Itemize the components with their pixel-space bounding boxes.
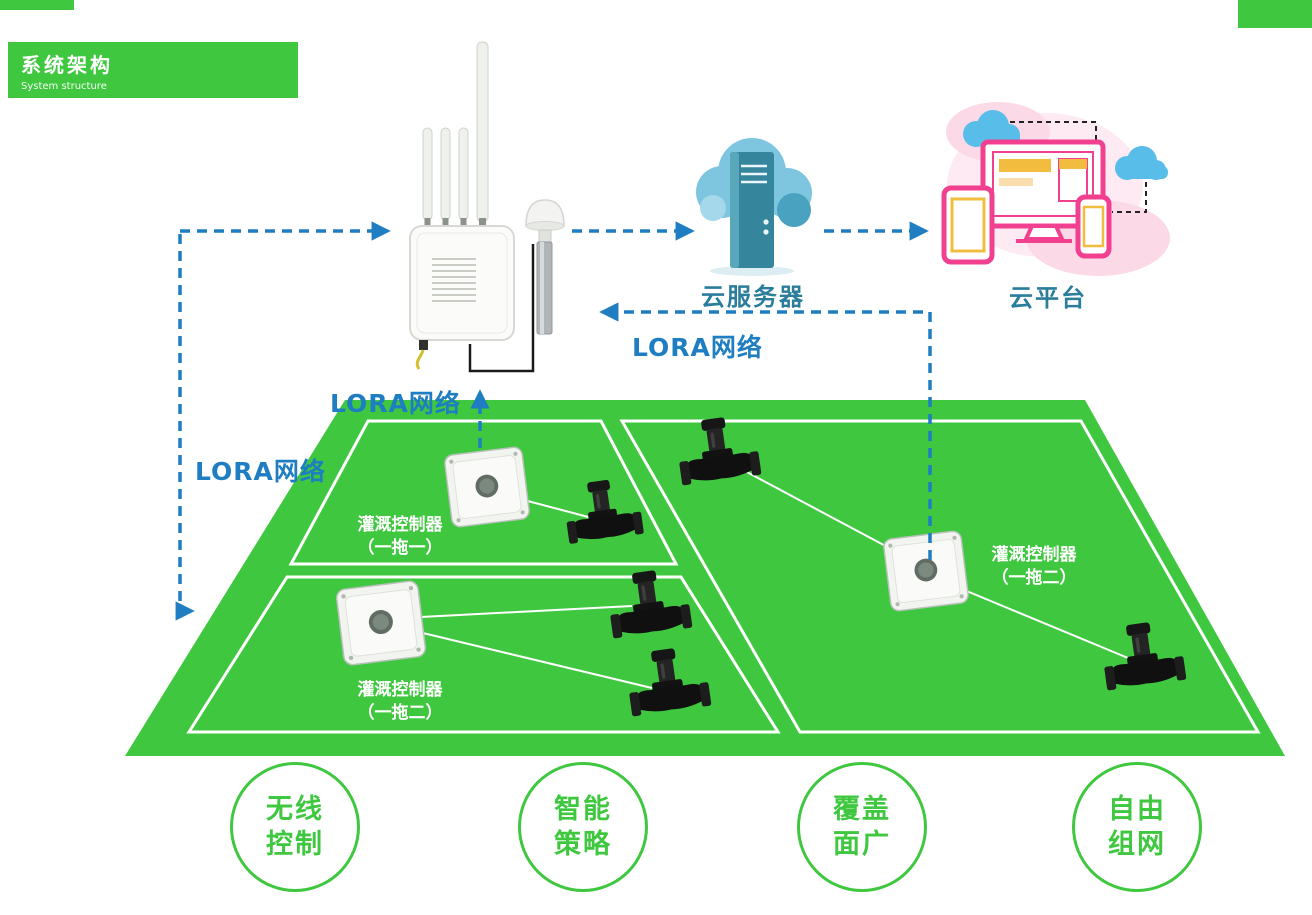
controller-mode: （一拖一） — [357, 537, 443, 558]
page-title: 系统架构 — [21, 53, 113, 77]
controller-mode: （一拖二） — [991, 567, 1077, 588]
lora-label-gateway: LORA网络 — [330, 389, 461, 418]
controller-label-3: 灌溉控制器 （一拖二） — [970, 544, 1098, 590]
network-links — [175, 221, 932, 621]
cloud-server-label: 云服务器 — [701, 283, 805, 311]
blue-cloud-right — [1115, 146, 1168, 180]
cloud-platform-icon — [941, 102, 1170, 276]
controller-name: 灌溉控制器 — [357, 515, 443, 535]
feature-wireless-control: 无线 控制 — [230, 762, 360, 892]
controller-label-1: 灌溉控制器 （一拖一） — [335, 514, 465, 560]
feature-smart-strategy: 智能 策略 — [518, 762, 648, 892]
zone-outline-2 — [186, 575, 781, 734]
lora-label-left: LORA网络 — [195, 457, 326, 486]
controller-valve-wires — [401, 461, 1129, 689]
link-field-to-gateway — [599, 302, 932, 560]
field — [125, 400, 1285, 756]
sensor-cable — [468, 244, 535, 373]
controller-name: 灌溉控制器 — [357, 680, 443, 700]
cloud-server-icon — [696, 138, 812, 276]
lora-label-right: LORA网络 — [632, 333, 763, 362]
antenna-1 — [422, 127, 433, 221]
zone-outline-1 — [288, 419, 679, 566]
irrigation-controller-3 — [882, 529, 970, 613]
header-badge: 系统架构 System structure — [8, 42, 298, 98]
antenna-3 — [458, 127, 469, 221]
feature-free-networking: 自由 组网 — [1072, 762, 1202, 892]
weather-sensor — [525, 199, 565, 335]
top-right-corner — [1238, 0, 1312, 28]
antenna-tall — [476, 41, 489, 223]
yellow-cable — [415, 349, 425, 370]
cloud-platform-label: 云平台 — [1009, 284, 1087, 312]
link-left-to-field — [175, 234, 195, 621]
antenna-2 — [440, 127, 451, 221]
controller-label-2: 灌溉控制器 （一拖二） — [335, 679, 465, 725]
top-left-strip — [0, 0, 74, 10]
lora-gateway-device — [409, 41, 565, 373]
feature-wide-coverage: 覆盖 面广 — [797, 762, 927, 892]
controller-mode: （一拖二） — [357, 702, 443, 723]
irrigation-controller-2 — [334, 579, 428, 667]
controller-name: 灌溉控制器 — [991, 545, 1077, 565]
page-subtitle: System structure — [21, 81, 107, 92]
zone-outline-3 — [619, 419, 1261, 734]
speaker-grille — [432, 258, 476, 302]
